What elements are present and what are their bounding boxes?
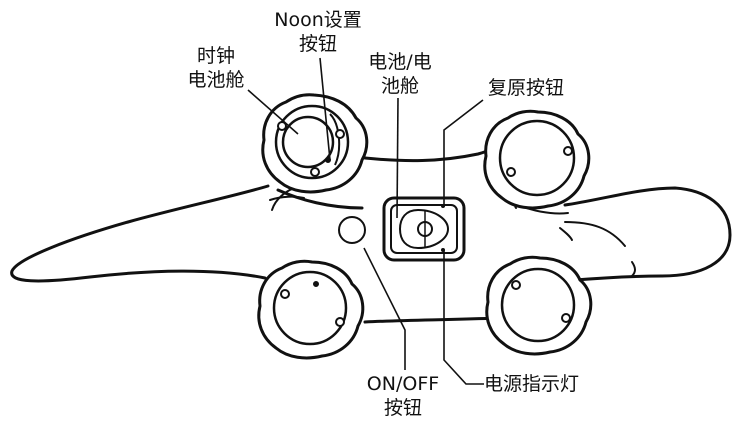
label-clock-battery: 时钟 电池舱	[187, 45, 245, 91]
label-power-button: ON/OFF 按钮	[366, 373, 440, 419]
device-body-outline	[10, 184, 270, 283]
label-power-indicator: 电源指示灯	[484, 373, 580, 395]
device-tail-outline	[563, 186, 732, 282]
power-button-shape	[338, 216, 366, 244]
leader-indicator	[443, 250, 484, 385]
wheel-bottom-right	[485, 255, 593, 356]
wheel-top-left	[261, 93, 369, 194]
label-battery: 电池/电 池舱	[368, 51, 432, 97]
wheel-top-right	[483, 109, 591, 210]
label-reset-button: 复原按钮	[487, 77, 564, 99]
wheel-bottom-left	[257, 259, 365, 360]
leader-battery	[396, 97, 399, 219]
leader-clock-battery	[247, 89, 299, 135]
leader-lines	[247, 57, 484, 385]
battery-compartment	[382, 196, 466, 262]
leader-power	[363, 247, 406, 370]
leader-reset	[443, 99, 484, 207]
label-noon-button: Noon设置 按钮	[274, 9, 362, 55]
leader-noon-button	[319, 57, 331, 161]
